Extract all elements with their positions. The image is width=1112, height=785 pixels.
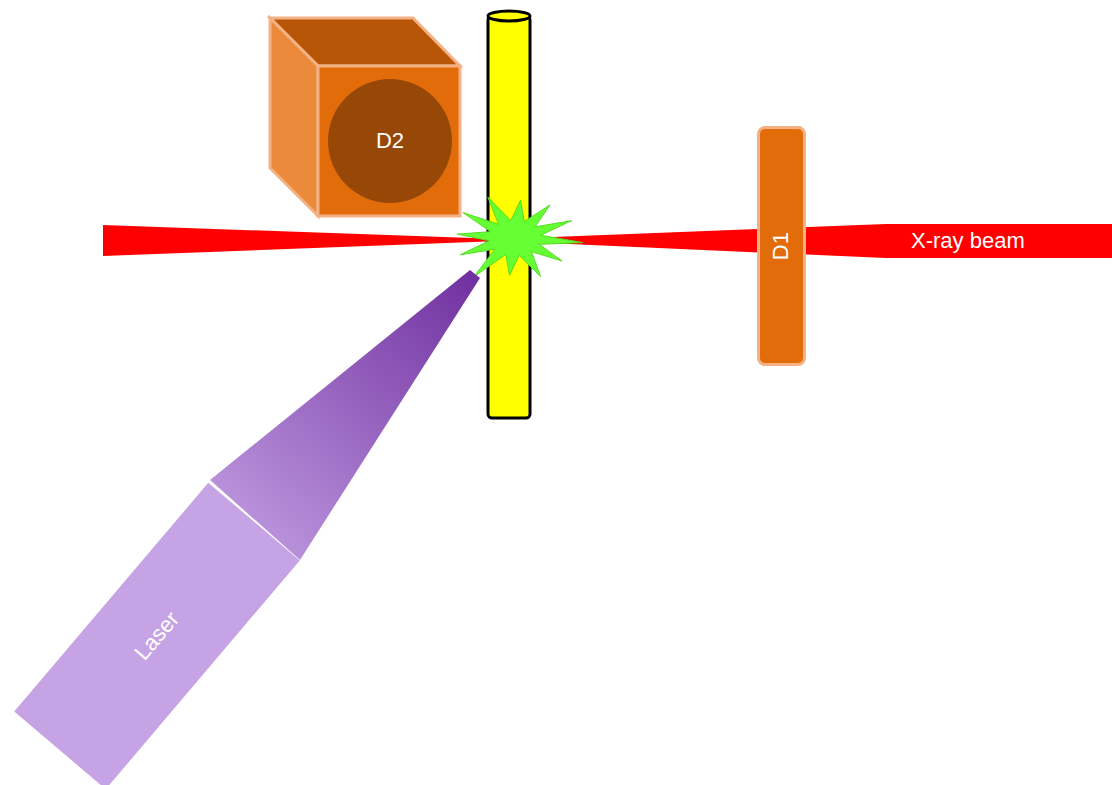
detector-d2: D2 [328, 79, 452, 203]
starburst-shape [457, 197, 582, 277]
xray-beam-band: X-ray beam [885, 224, 1112, 258]
cylinder-top [488, 11, 530, 21]
node-label: D2 [376, 129, 404, 153]
cube-side [270, 18, 318, 216]
laser-body: Laser [14, 483, 300, 785]
detector-d1: D1 [757, 126, 806, 366]
starburst [457, 197, 582, 277]
laser-cone [210, 270, 480, 560]
xray-beam-in [103, 225, 500, 256]
cube-front [318, 66, 460, 216]
node-label: D1 [769, 232, 793, 260]
node-label: X-ray beam [911, 229, 1025, 253]
node-label: Laser [130, 607, 184, 665]
